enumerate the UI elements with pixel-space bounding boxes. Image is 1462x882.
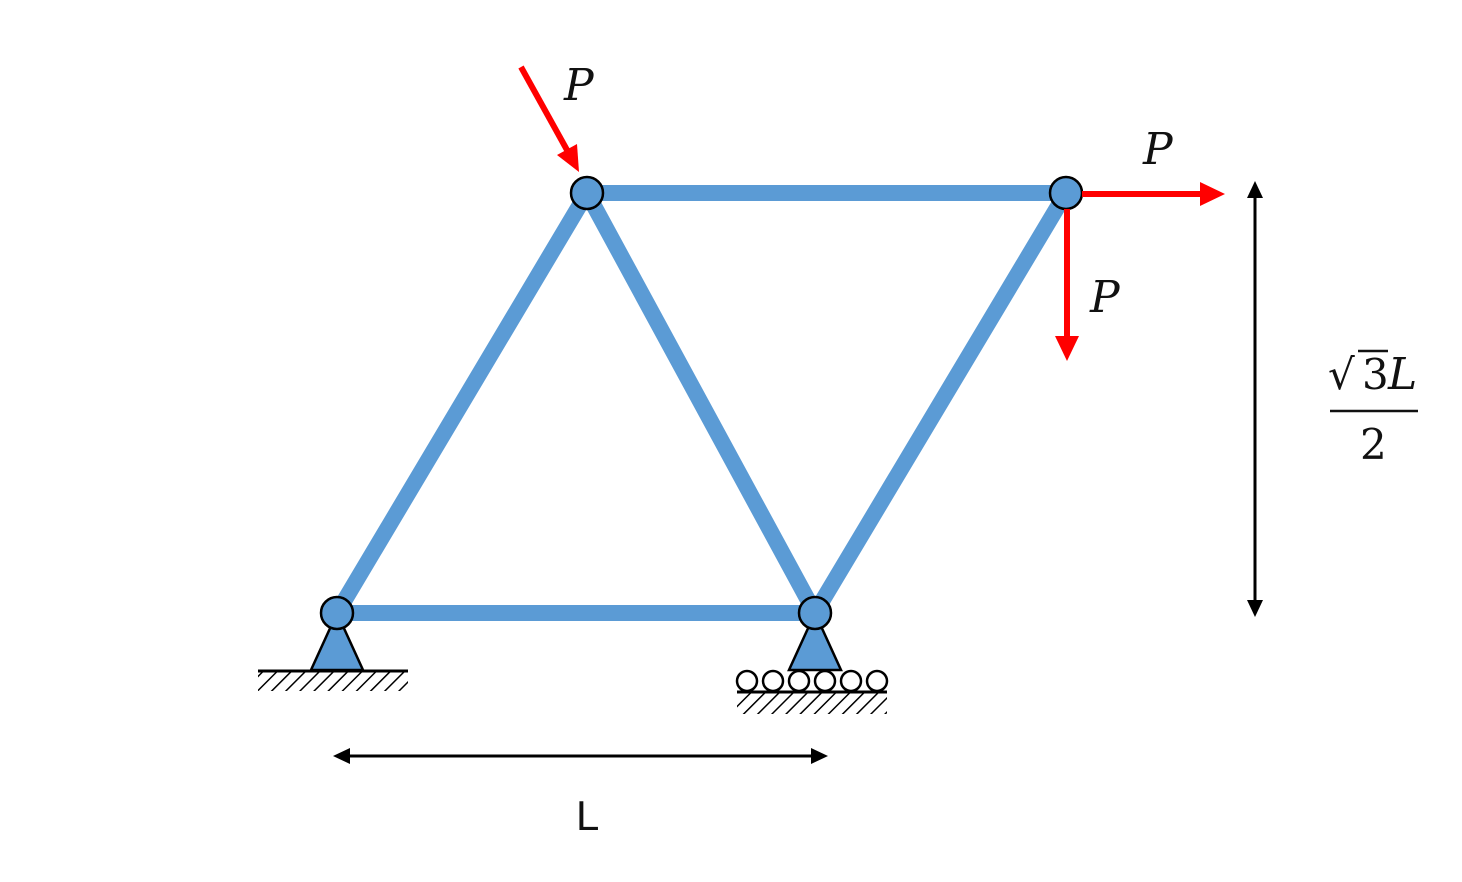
height-dimension-label: √ 3 L 2 <box>1328 349 1418 469</box>
radical-sign: √ <box>1328 350 1355 399</box>
height-dimension-line <box>1247 181 1263 617</box>
horizontal-load-label: P <box>1142 124 1174 175</box>
inclined-load-label: P <box>563 60 595 111</box>
width-dimension-label: L <box>576 792 599 839</box>
vertical-load-label: P <box>1089 272 1121 323</box>
joint-bottom-middle <box>797 595 833 631</box>
member-middle-diagonal <box>579 185 823 621</box>
joint-bottom-left <box>319 595 355 631</box>
load-arrows <box>518 65 1225 361</box>
roller-wheel <box>761 669 785 693</box>
member-right-diagonal <box>807 185 1074 621</box>
roller-support <box>735 609 889 714</box>
joint-top-left <box>569 175 605 211</box>
height-variable: L <box>1387 349 1417 400</box>
roller-wheel <box>865 669 889 693</box>
height-denominator: 2 <box>1360 420 1387 469</box>
roller-support-ground-hatch <box>737 693 887 714</box>
pin-support <box>258 609 408 691</box>
roller-wheel <box>839 669 863 693</box>
horizontal-load-arrow <box>1082 182 1225 206</box>
roller-wheel <box>813 669 837 693</box>
width-dimension-line <box>333 748 828 764</box>
roller-wheels <box>735 669 889 693</box>
joint-top-right <box>1048 175 1084 211</box>
truss-members <box>329 185 1074 621</box>
member-left-diagonal <box>329 185 595 621</box>
inclined-load-arrow <box>518 65 579 172</box>
roller-wheel <box>735 669 759 693</box>
radicand: 3 <box>1362 350 1389 399</box>
joints <box>319 175 1084 631</box>
vertical-load-arrow <box>1055 209 1079 361</box>
pin-support-ground-hatch <box>258 672 408 691</box>
roller-wheel <box>787 669 811 693</box>
roller-support-triangle <box>787 609 843 672</box>
